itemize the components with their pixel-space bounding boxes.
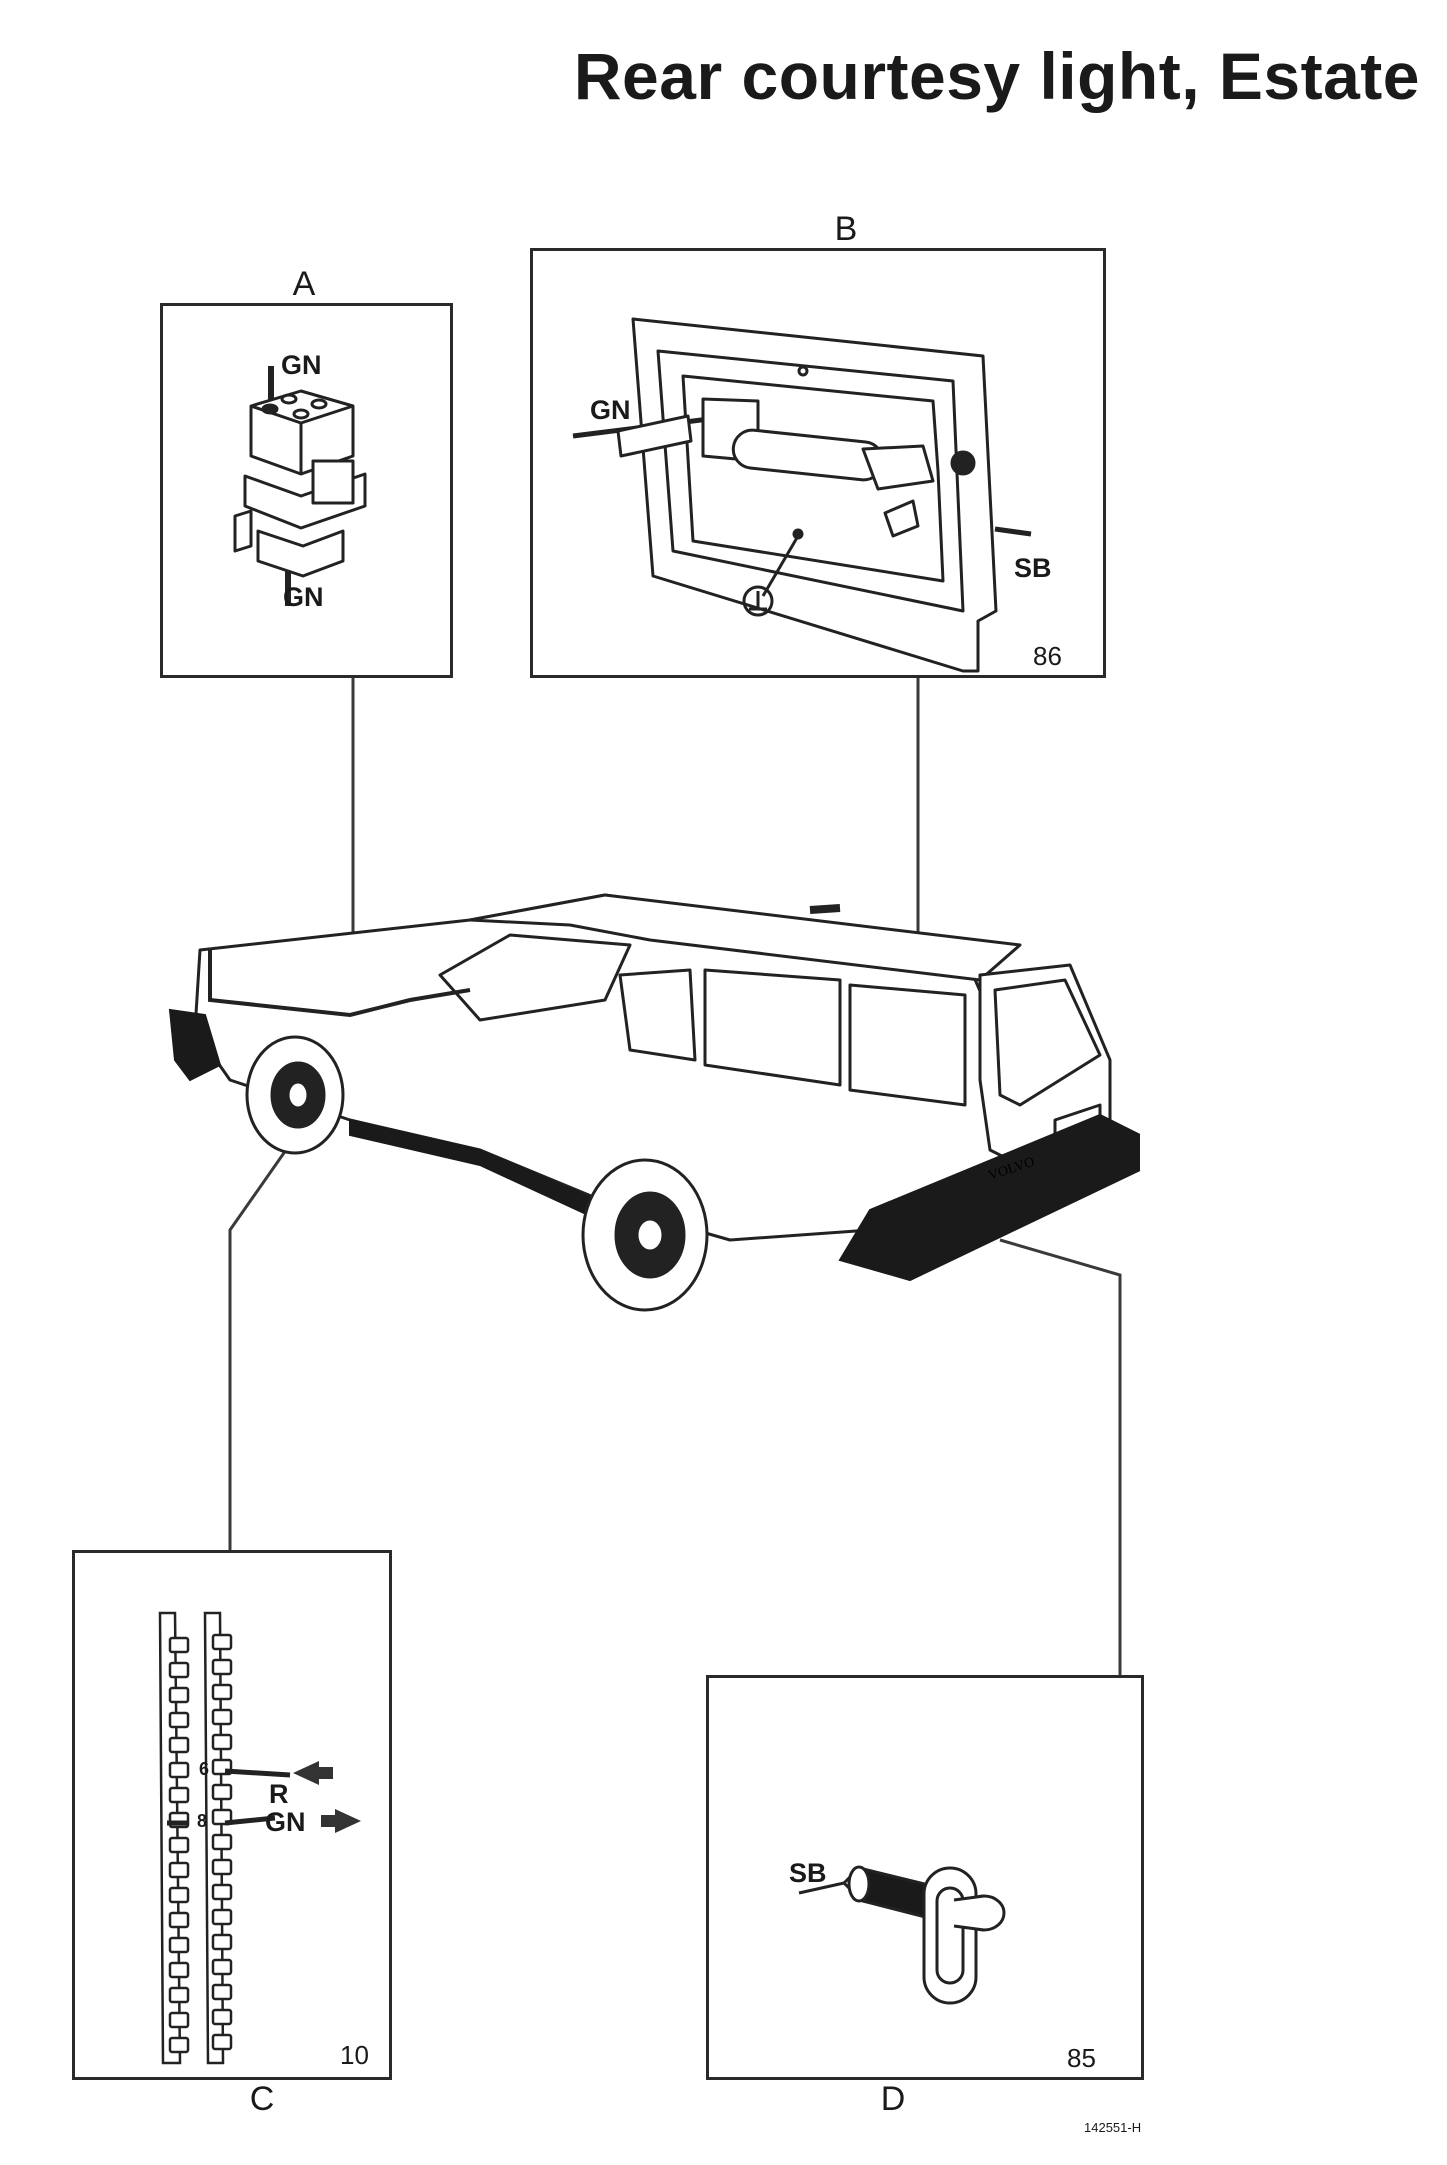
panel-c-wire-label-gn: GN bbox=[265, 1807, 306, 1837]
page-title: Rear courtesy light, Estate bbox=[573, 39, 1420, 113]
panel-a-wire-label-bottom: GN bbox=[283, 582, 324, 612]
panel-a-letter: A bbox=[292, 265, 316, 303]
panel-d-letter: D bbox=[880, 2080, 906, 2118]
courtesy-lamp-drawing bbox=[572, 317, 1032, 673]
panel-d: SB 85 bbox=[706, 1675, 1144, 2080]
panel-d-wire-label-sb: SB bbox=[789, 1858, 827, 1888]
estate-car-illustration: VOLVO bbox=[168, 893, 1140, 1312]
door-switch-drawing bbox=[798, 1865, 1006, 2005]
panel-b-wire-label-gn: GN bbox=[590, 395, 631, 425]
panel-b-figure-number: 86 bbox=[1033, 641, 1062, 671]
panel-c-terminal-8: 8 bbox=[197, 1811, 208, 1831]
panel-b-wire-label-sb: SB bbox=[1014, 553, 1052, 583]
panel-d-figure-number: 85 bbox=[1067, 2043, 1096, 2073]
panel-c-terminal-6: 6 bbox=[199, 1759, 210, 1779]
door-switch-connector-drawing bbox=[233, 366, 367, 606]
panel-b-letter: B bbox=[834, 210, 858, 248]
panel-b: GN SB 86 bbox=[530, 248, 1106, 678]
panel-c: 6 8 R GN 10 bbox=[72, 1550, 392, 2080]
terminal-block-drawing bbox=[158, 1611, 361, 2065]
panel-a-wire-label-top: GN bbox=[281, 350, 322, 380]
panel-c-wire-label-r: R bbox=[269, 1779, 289, 1809]
panel-c-figure-number: 10 bbox=[340, 2040, 369, 2070]
panel-c-letter: C bbox=[249, 2080, 275, 2118]
reference-code: 142551-H bbox=[1084, 2120, 1142, 2135]
panel-a: GN GN bbox=[160, 303, 453, 678]
